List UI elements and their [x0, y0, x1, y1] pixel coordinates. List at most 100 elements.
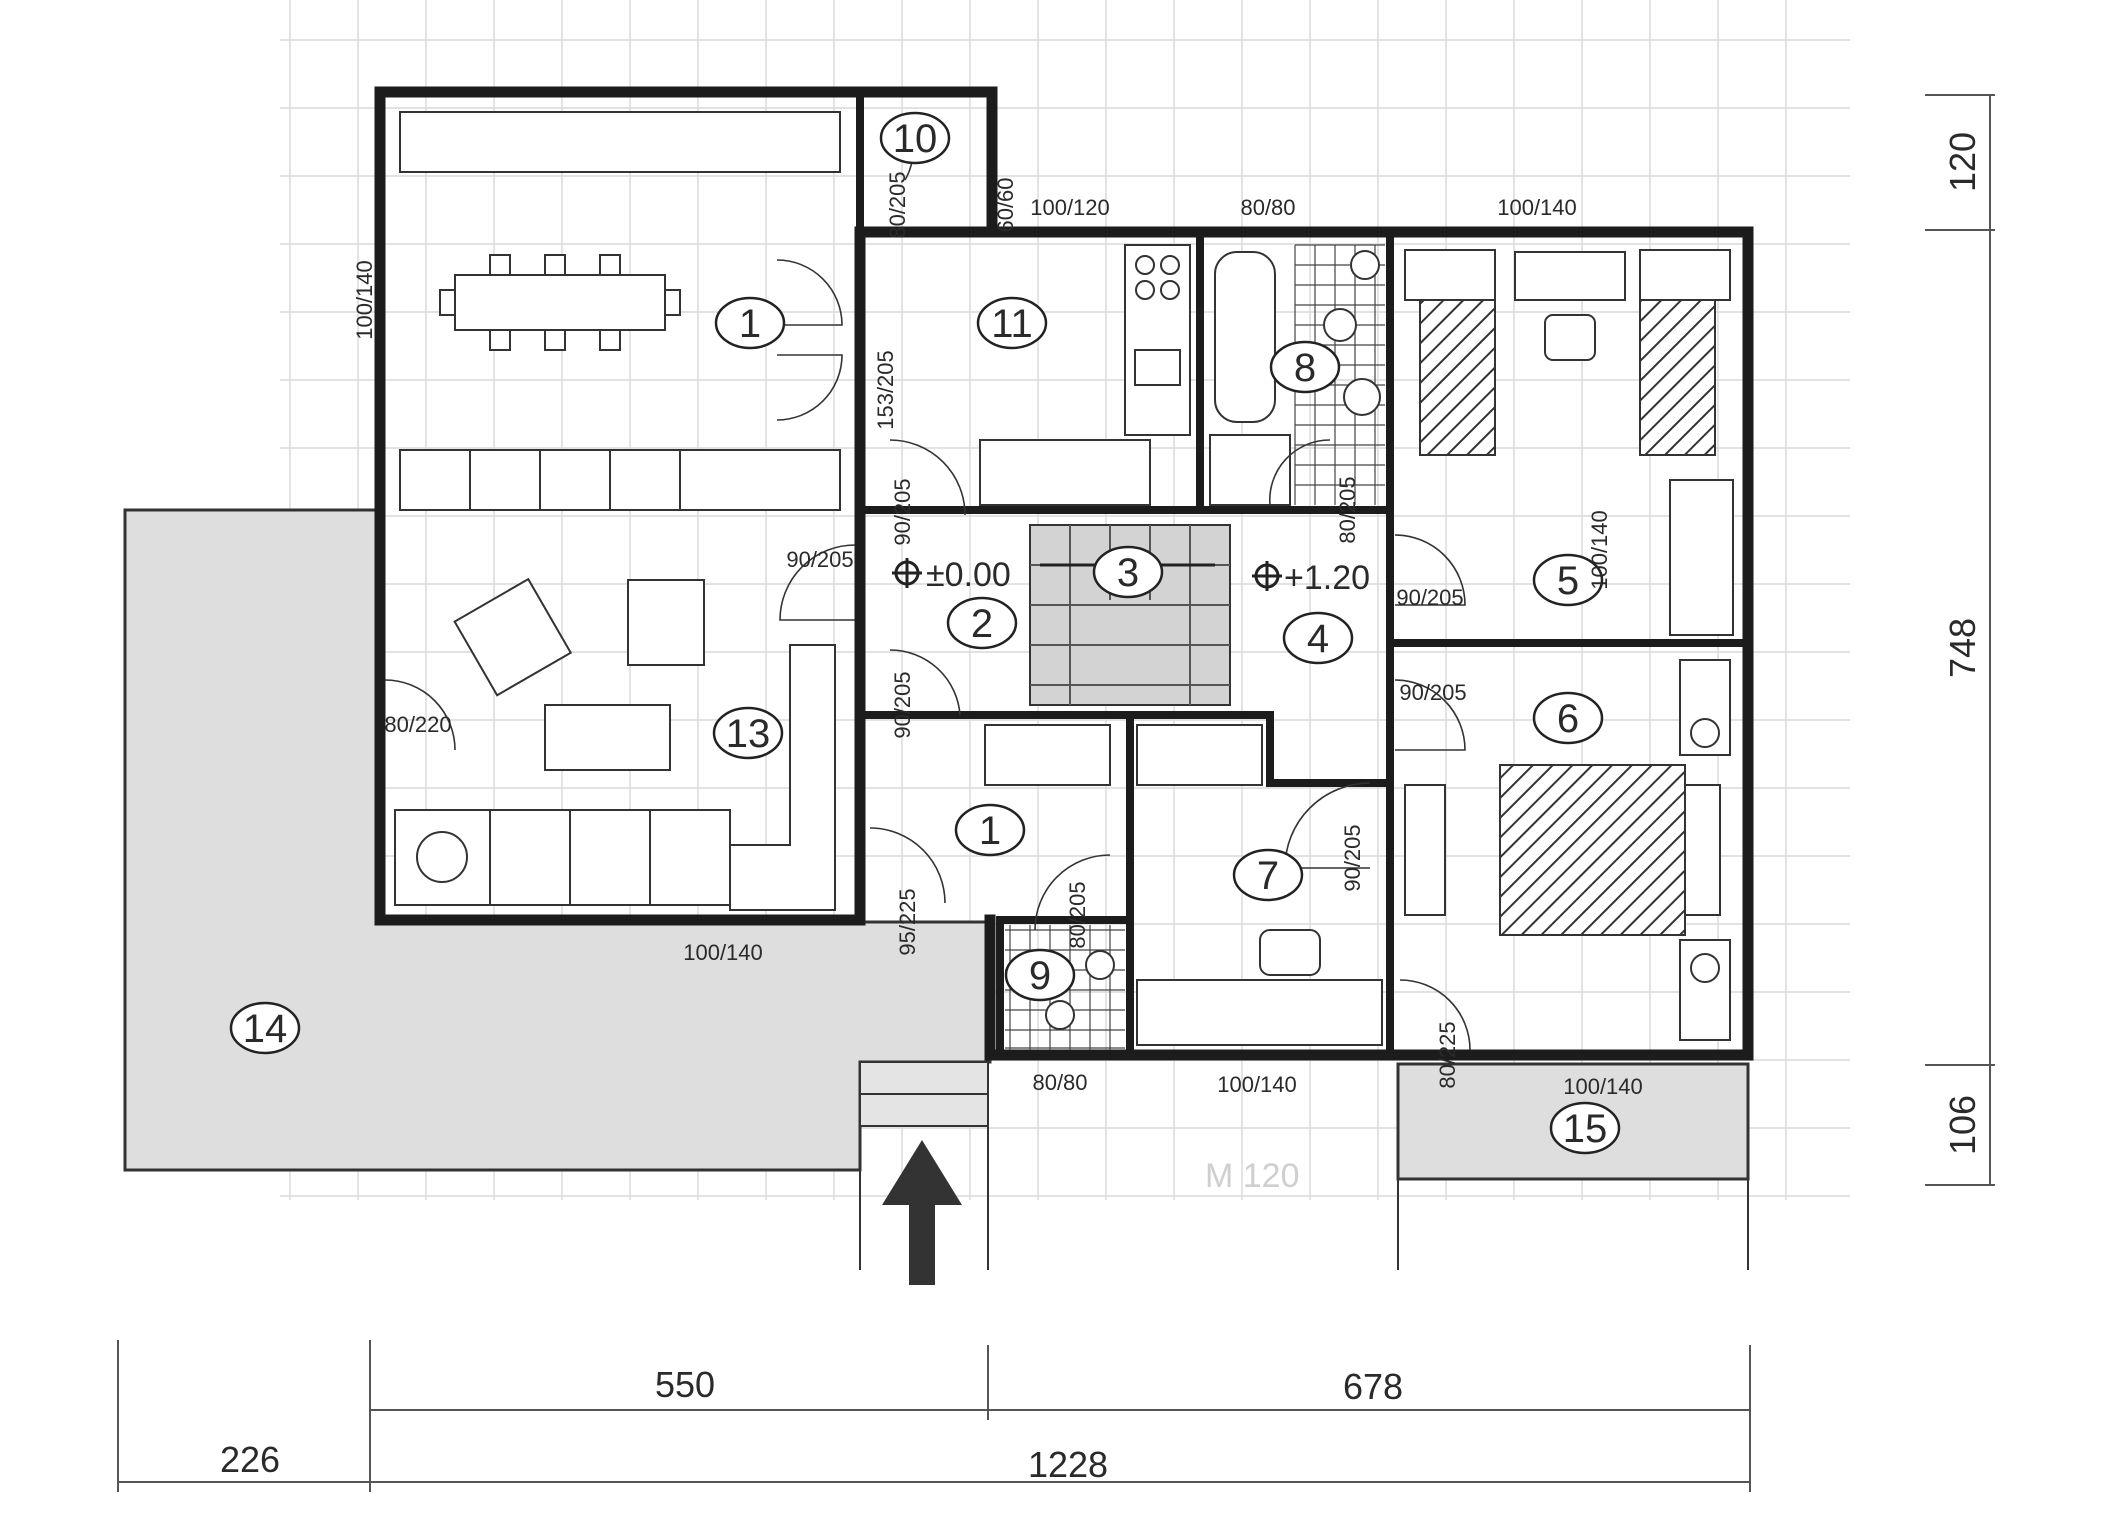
room-number: 1: [739, 302, 761, 346]
chair: [1544, 314, 1596, 361]
level-entrance: ±0.00: [926, 556, 1011, 594]
room-number: 2: [971, 602, 993, 646]
opening-label: 100/140: [1587, 510, 1612, 590]
room-number: 13: [726, 712, 771, 756]
room-number: 7: [1257, 854, 1279, 898]
room-label: 6: [1532, 691, 1604, 745]
room-number: 8: [1294, 346, 1316, 390]
opening-label: 80/205: [1065, 881, 1090, 948]
coffee-table: [544, 704, 671, 771]
room-circle: [714, 296, 786, 350]
room-circle: [229, 1001, 301, 1055]
opening-label: 153/205: [873, 350, 898, 430]
room-number: 11: [991, 302, 1033, 346]
room-label: 7: [1232, 848, 1304, 902]
kitchen-counter: [979, 439, 1151, 506]
opening-label: 90/205: [1399, 680, 1466, 705]
room-number: 4: [1307, 617, 1329, 661]
room-label: 11: [976, 296, 1048, 350]
room-number: 1: [979, 809, 1001, 853]
chair-room7: [1259, 929, 1321, 976]
room-label: 13: [712, 706, 784, 760]
exterior-wall-right-block: [854, 226, 1754, 1061]
room-circle: [1532, 553, 1604, 607]
dimension-label: 550: [655, 1364, 715, 1405]
opening-label: 90/205: [1340, 824, 1365, 891]
opening-label: 100/140: [683, 940, 763, 965]
opening-label: 100/140: [1563, 1074, 1643, 1099]
room-label: 1: [714, 296, 786, 350]
desk: [1514, 251, 1626, 301]
dimension-label: 226: [220, 1439, 280, 1480]
wc: [1323, 308, 1357, 342]
room-number: 14: [243, 1007, 288, 1051]
room-number: 10: [893, 117, 938, 161]
opening-label: 80/205: [1335, 476, 1360, 543]
opening-label: 80/220: [384, 712, 451, 737]
opening-label: 90/205: [890, 671, 915, 738]
level-upper: +1.20: [1284, 559, 1370, 597]
kitchen-unit: [1124, 244, 1191, 436]
room-circle: [1282, 611, 1354, 665]
room-label: 10: [879, 111, 951, 165]
room-number: 5: [1557, 559, 1579, 603]
dimension-label: 1228: [1028, 1444, 1108, 1485]
room-number: 6: [1557, 697, 1579, 741]
room-number: 3: [1117, 551, 1139, 595]
opening-label: 100/140: [1217, 1072, 1297, 1097]
armchair: [627, 579, 705, 666]
dimension-label: 106: [1942, 1095, 1983, 1155]
room-label: 2: [946, 596, 1018, 650]
room-circle: [1532, 691, 1604, 745]
furniture: [394, 111, 1734, 1046]
bed-room7: [1136, 979, 1383, 1046]
opening-label: 95/225: [895, 888, 920, 955]
interior-walls: [856, 88, 1752, 1059]
room-label: 14: [229, 1001, 301, 1055]
room-label: 15: [1549, 1101, 1621, 1155]
dimension-labels: 120 7 4 8 106 550 678 226 1228: [220, 132, 1983, 1485]
opening-label: 60/60: [993, 177, 1018, 232]
washbasin: [1343, 378, 1381, 416]
opening-label: 90/205: [890, 478, 915, 545]
room-circle: [1092, 545, 1164, 599]
room-number: 15: [1563, 1107, 1608, 1151]
dimension-label: 678: [1343, 1366, 1403, 1407]
room-label: 3: [1092, 545, 1164, 599]
level-marker-upper: +1.20: [1252, 559, 1370, 597]
faint-label: M 120: [1205, 1157, 1300, 1195]
room-label: 1: [954, 803, 1026, 857]
opening-label: 100/120: [1030, 195, 1110, 220]
room-circle: [954, 803, 1026, 857]
room-label: 4: [1282, 611, 1354, 665]
room-label: 8: [1269, 340, 1341, 394]
room-circle: [1004, 948, 1076, 1002]
sofa-corner: [729, 644, 836, 911]
dimension-label: 120: [1942, 132, 1983, 192]
bed-left: [1419, 299, 1496, 456]
opening-label: 90/205: [786, 547, 853, 572]
opening-label: 80/80: [1032, 1070, 1087, 1095]
double-bed: [1499, 764, 1686, 936]
room-circle: [879, 111, 951, 165]
room-label: 9: [1004, 948, 1076, 1002]
room-circle: [1269, 340, 1341, 394]
level-marker-entrance: ±0.00: [892, 556, 1011, 594]
room-circle: [712, 706, 784, 760]
sideboard: [399, 449, 841, 511]
room-label: 5: [1532, 553, 1604, 607]
dining-table: [454, 274, 666, 331]
bathtub: [1214, 251, 1276, 423]
opening-label: 80/80: [1240, 195, 1295, 220]
room-circle: [976, 296, 1048, 350]
opening-label: 80/225: [1435, 1021, 1460, 1088]
room-number: 9: [1029, 954, 1051, 998]
room-circle: [1232, 848, 1304, 902]
opening-label: 100/140: [1497, 195, 1577, 220]
entrance-arrow-icon: [882, 1140, 962, 1285]
opening-label: 100/140: [352, 260, 377, 340]
room-circle: [946, 596, 1018, 650]
